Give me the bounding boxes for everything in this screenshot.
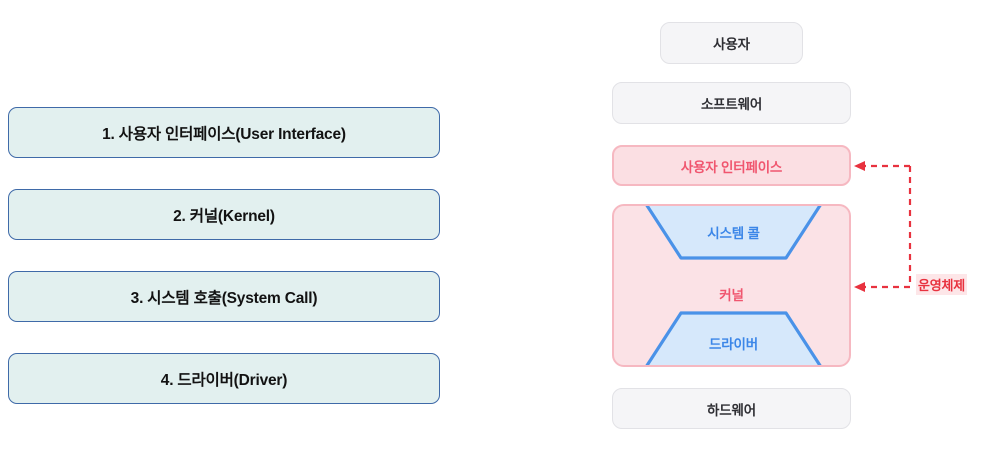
list-item-user-interface[interactable]: 1. 사용자 인터페이스(User Interface) [8,107,440,158]
list-item-system-call[interactable]: 3. 시스템 호출(System Call) [8,271,440,322]
numbered-list-panel: 1. 사용자 인터페이스(User Interface) 2. 커널(Kerne… [0,0,470,449]
diagram-layer-label: 소프트웨어 [700,97,763,112]
diagram-shape-system-call[interactable]: 시스템 콜 [614,206,849,260]
diagram-shape-driver[interactable]: 드라이버 [614,311,849,365]
os-stack-diagram: 사용자 소프트웨어 사용자 인터페이스 시스템 콜 커널 드라이버 하드웨어 [560,0,999,449]
diagram-layer-label: 사용자 인터페이스 [680,159,783,175]
os-annotation-label: 운영체제 [916,274,968,295]
trapezoid-down-icon [645,206,822,260]
diagram-layer-label: 사용자 [713,37,750,52]
diagram-layer-kernel[interactable]: 시스템 콜 커널 드라이버 [612,204,851,367]
list-item-label: 4. 드라이버(Driver) [160,371,288,389]
diagram-layer-software[interactable]: 소프트웨어 [612,82,851,124]
diagram-layer-hardware[interactable]: 하드웨어 [612,388,851,429]
list-item-label: 1. 사용자 인터페이스(User Interface) [102,125,346,143]
diagram-shape-label: 드라이버 [709,337,758,352]
trapezoid-up-icon [645,311,822,365]
list-item-driver[interactable]: 4. 드라이버(Driver) [8,353,440,404]
list-item-kernel[interactable]: 2. 커널(Kernel) [8,189,440,240]
diagram-layer-label: 커널 [719,288,744,303]
diagram-layer-user[interactable]: 사용자 [660,22,803,64]
list-item-label: 3. 시스템 호출(System Call) [130,289,318,307]
diagram-layer-user-interface[interactable]: 사용자 인터페이스 [612,145,851,186]
diagram-layer-label: 하드웨어 [707,402,756,418]
diagram-shape-label: 시스템 콜 [707,226,760,241]
list-item-label: 2. 커널(Kernel) [173,207,275,225]
